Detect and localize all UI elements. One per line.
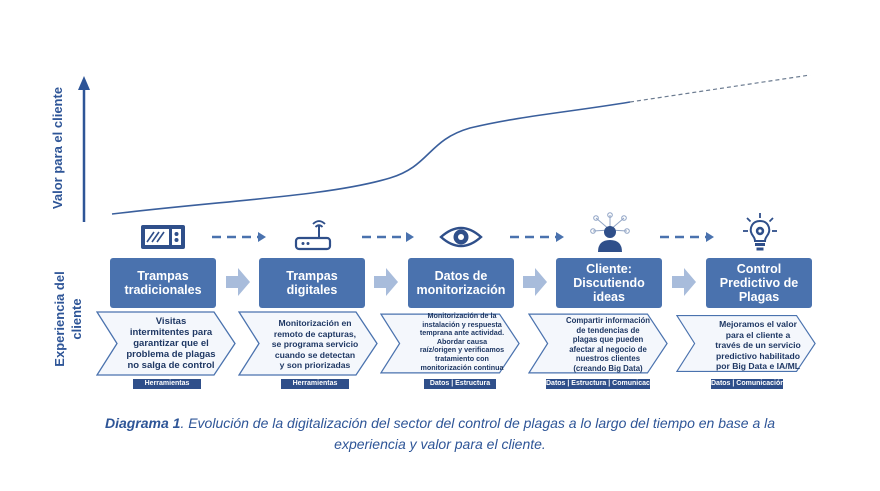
value-curve-projection <box>629 74 811 103</box>
stage-box-datos-monitorizacion: Datos de monitorización <box>408 258 514 308</box>
stage-arrow-3 <box>523 268 547 296</box>
chevron-shape-5 <box>676 315 816 372</box>
stage-description-5: Mejoramos el valor para el cliente a tra… <box>715 319 801 371</box>
user-network-icon <box>590 212 630 252</box>
x-axis-label-line1: Experiencia del <box>52 271 67 367</box>
stage-box-cliente-discutiendo: Cliente: Discutiendo ideas <box>556 258 662 308</box>
trap-device-icon <box>141 225 185 249</box>
stage-box-control-predictivo: Control Predictivo de Plagas <box>706 258 812 308</box>
stage-arrow-4 <box>672 268 696 296</box>
chevron-shape-4 <box>528 313 668 374</box>
caption-line1: Diagrama 1. Evolución de la digitalizaci… <box>0 413 880 434</box>
lightbulb-gear-icon <box>743 213 777 251</box>
stage-tag-2: Herramientas <box>281 379 349 389</box>
stage-tag-3: Datos | Estructura <box>424 379 496 389</box>
stage-box-trampas-tradicionales: Trampas tradicionales <box>110 258 216 308</box>
eye-icon <box>439 226 483 248</box>
stage-tag-5: Datos | Comunicación <box>711 379 785 389</box>
stage-description-2: Monitorización en remoto de capturas, se… <box>271 318 359 370</box>
y-axis-label: Valor para el cliente <box>50 86 65 210</box>
chevron-shape-3 <box>380 313 520 374</box>
stage-arrow-1 <box>226 268 250 296</box>
caption-text-1: . Evolución de la digitalización del sec… <box>180 415 776 431</box>
x-axis-label-line2: cliente <box>69 298 84 340</box>
stage-description-1: Visitas intermitentes para garantizar qu… <box>126 316 216 371</box>
chevron-shape-2 <box>238 311 378 376</box>
stage-description-3: Monitorización de la instalación y respu… <box>419 311 505 372</box>
chevron-shape-1 <box>96 311 236 376</box>
value-curve-solid <box>111 101 631 215</box>
value-axis-arrowhead <box>78 76 90 90</box>
stage-box-trampas-digitales: Trampas digitales <box>259 258 365 308</box>
icon-connector-arrowheads <box>258 232 714 242</box>
diagram-caption: Diagrama 1. Evolución de la digitalizaci… <box>0 413 880 455</box>
stage-tag-1: Herramientas <box>133 379 201 389</box>
stage-arrow-2 <box>374 268 398 296</box>
x-axis-label: Experiencia del cliente <box>51 259 85 379</box>
stage-description-4: Compartir información de tendencias de p… <box>565 316 651 373</box>
stage-tag-4: Datos | Estructura | Comunicación <box>546 379 661 389</box>
router-icon <box>294 220 332 251</box>
caption-text-2: experiencia y valor para el cliente. <box>334 436 546 452</box>
caption-label: Diagrama 1 <box>104 415 181 431</box>
